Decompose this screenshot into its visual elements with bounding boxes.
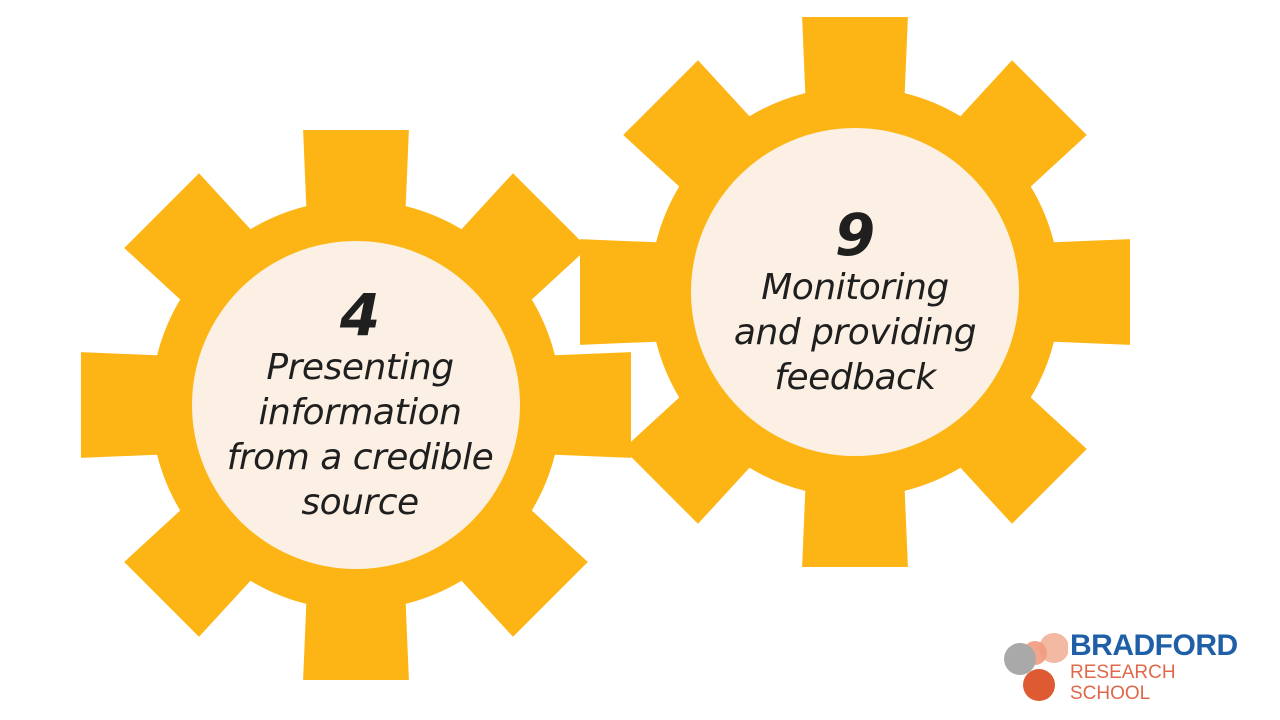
bradford-research-school-logo: BRADFORD RESEARCH SCHOOL [1002,628,1252,708]
gear-right-label: Monitoring and providing feedback [733,267,977,398]
gear-right-text: 9 Monitoring and providing feedback [700,205,1010,400]
gear-left-shape [81,130,631,680]
logo-line3: SCHOOL [1070,683,1151,704]
gear-left-label: Presenting information from a credible s… [226,347,494,523]
gear-left-hub [192,241,520,569]
gear-right-hub [691,128,1019,456]
logo-line2: RESEARCH [1070,662,1176,683]
logo-circles-icon [1004,633,1068,701]
logo-line1: BRADFORD [1070,629,1238,662]
gear-left-text: 4 Presenting information from a credible… [205,285,515,525]
gear-right-shape [580,17,1130,567]
gear-left-number: 4 [339,281,381,349]
gear-right-number: 9 [834,201,876,269]
